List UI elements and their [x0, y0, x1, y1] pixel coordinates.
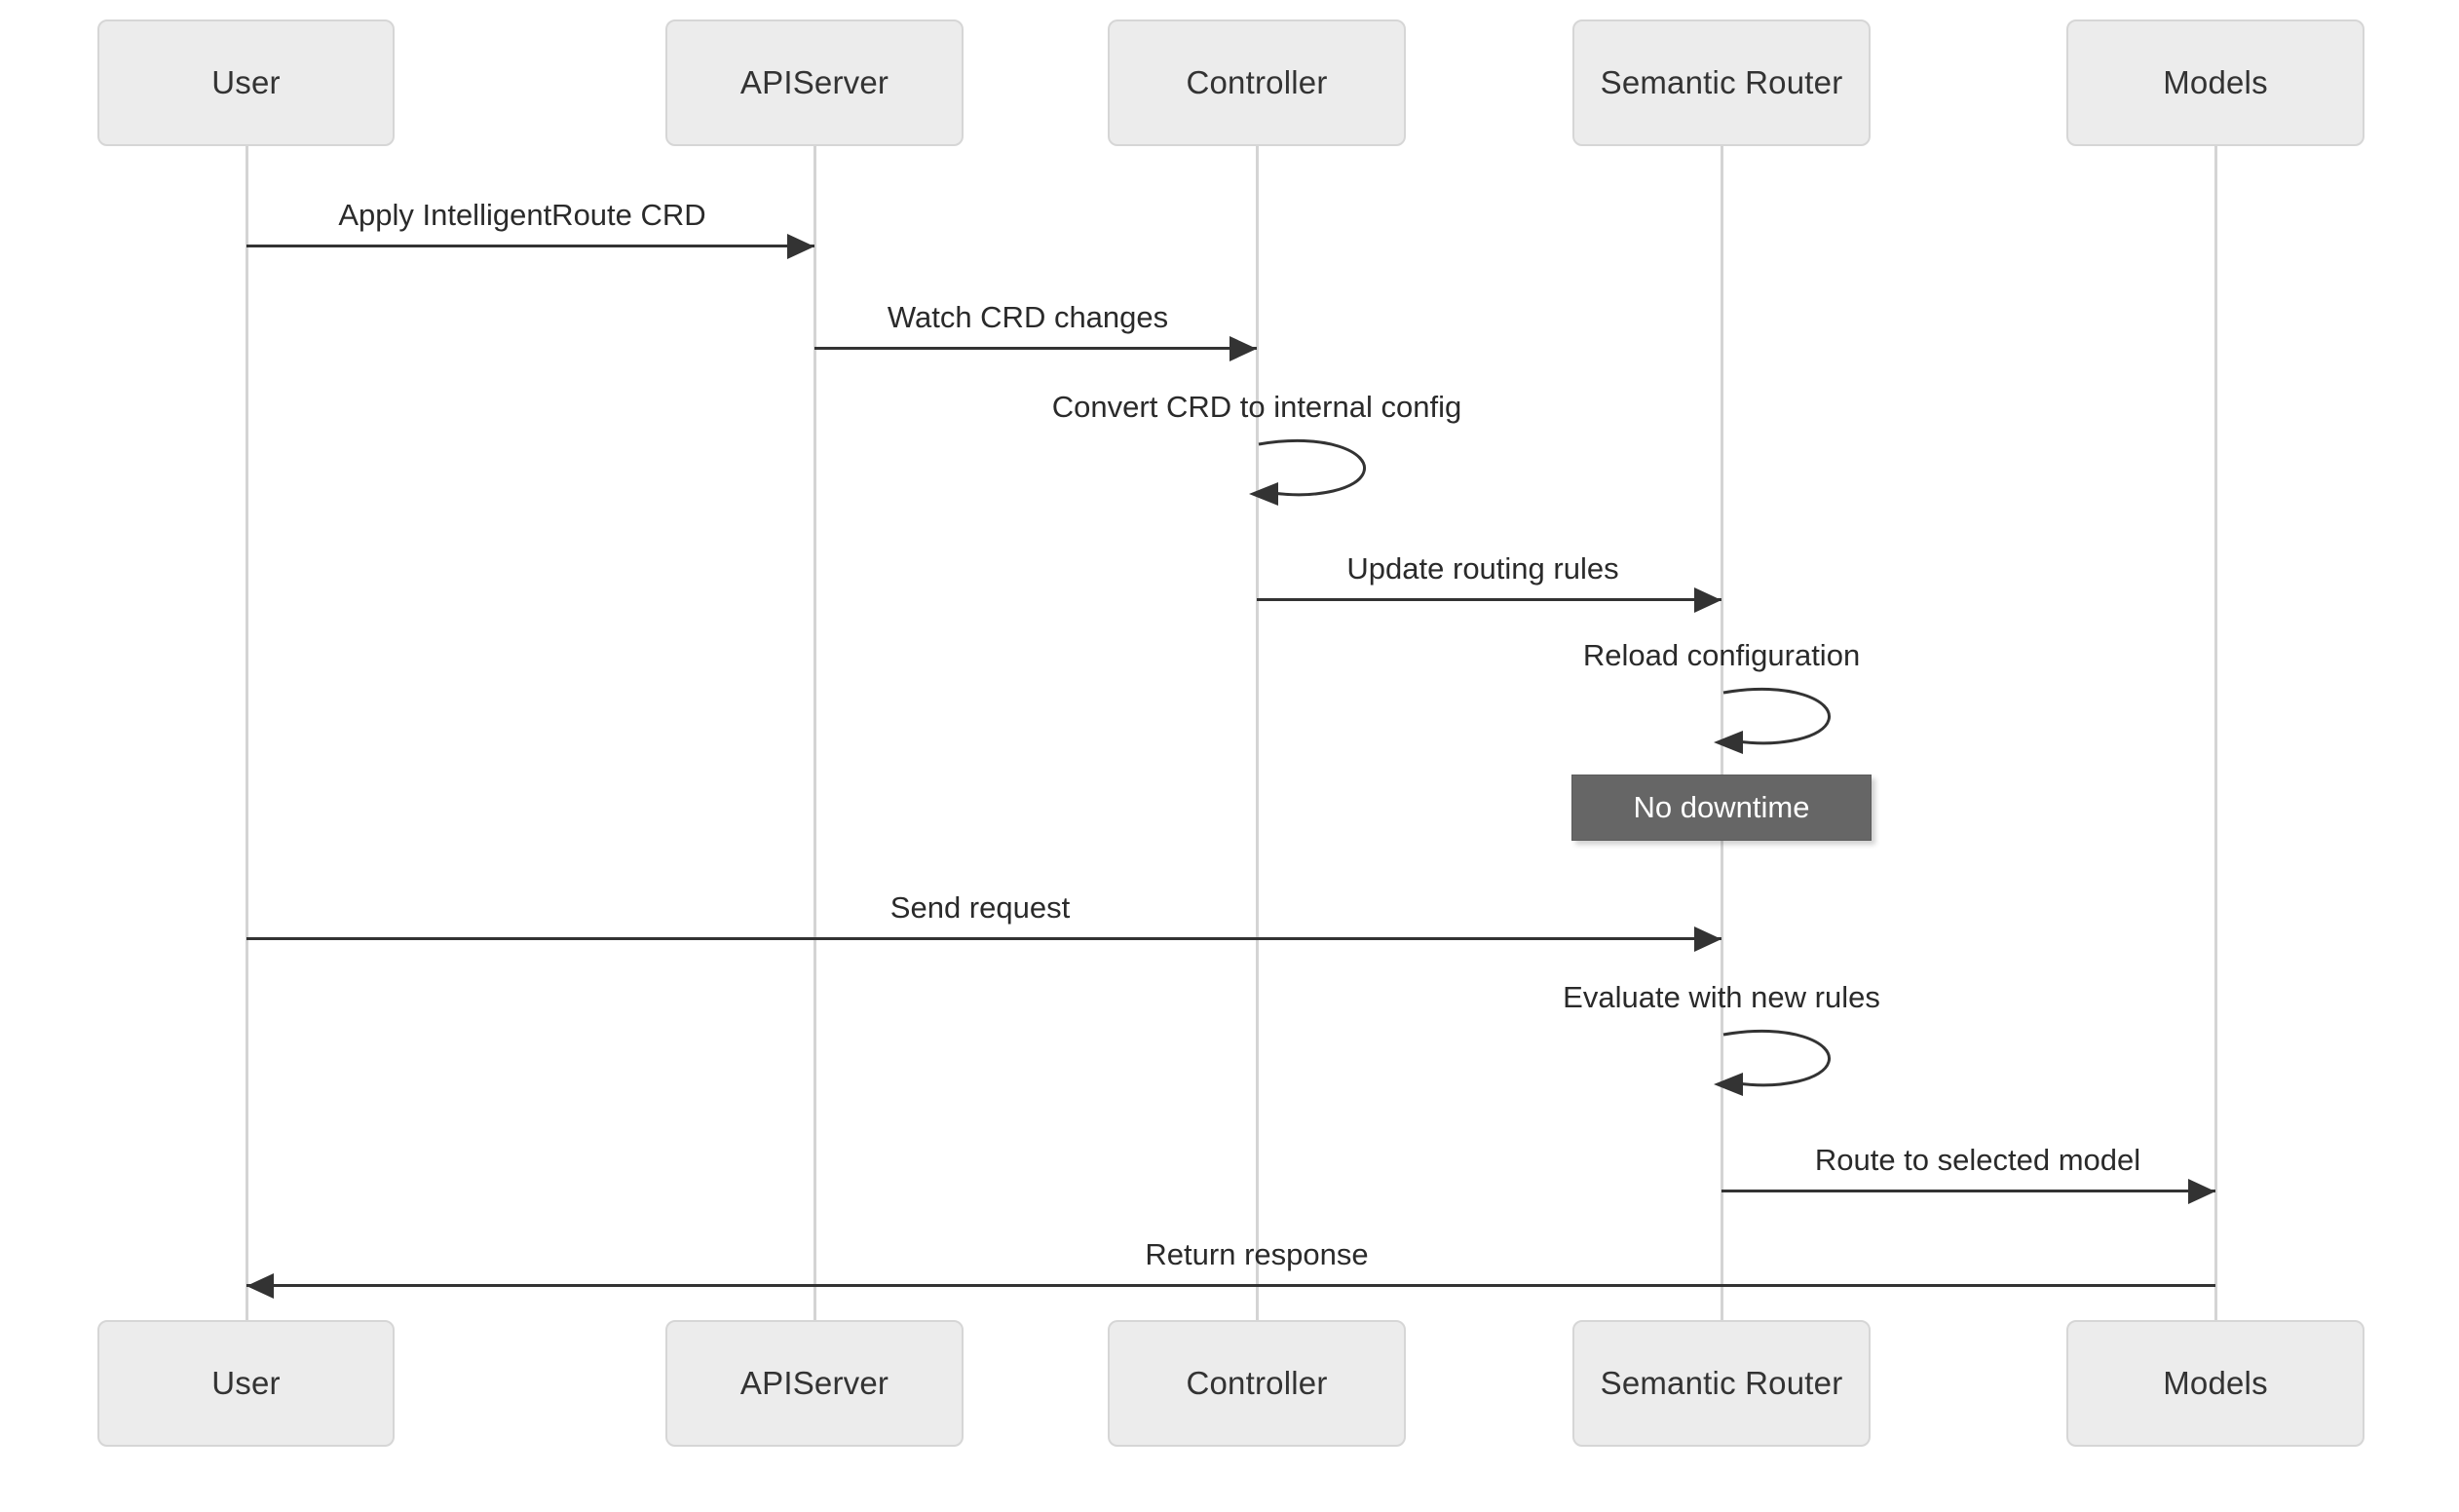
- message-label-m9: Return response: [1145, 1237, 1369, 1271]
- participant-label-models: Models: [2163, 64, 2268, 100]
- arrowhead-right-icon: [1694, 587, 1721, 613]
- self-message-label-m3: Convert CRD to internal config: [1051, 390, 1462, 424]
- message-line-m6: [246, 937, 1721, 940]
- participant-label-user: User: [211, 64, 281, 100]
- participant-label-controller: Controller: [1186, 64, 1328, 100]
- message-label-m6: Send request: [889, 890, 1071, 925]
- message-label-m2: Watch CRD changes: [887, 300, 1169, 334]
- arrowhead-left-icon: [246, 1273, 274, 1299]
- lifeline-router: [1721, 146, 1723, 1320]
- self-message-m7[interactable]: Evaluate with new rules: [1563, 980, 1880, 1107]
- self-message-m3[interactable]: Convert CRD to internal config: [1052, 390, 1461, 516]
- participant-box-controller-bottom[interactable]: Controller: [1108, 1320, 1406, 1447]
- participant-box-controller-top[interactable]: Controller: [1108, 19, 1406, 146]
- participant-label-models: Models: [2163, 1365, 2268, 1401]
- arrowhead-right-icon: [1230, 336, 1257, 361]
- lifeline-apiserver: [813, 146, 816, 1320]
- participant-box-user-bottom[interactable]: User: [97, 1320, 395, 1447]
- participant-label-apiserver: APIServer: [739, 1365, 889, 1401]
- note-text-note1: No downtime: [1633, 790, 1810, 824]
- message-line-m2: [814, 347, 1257, 350]
- message-line-m4: [1257, 598, 1721, 601]
- self-loop-icon: [1714, 1030, 1831, 1096]
- message-label-m8: Route to selected model: [1814, 1143, 2141, 1177]
- lifeline-models: [2214, 146, 2217, 1320]
- arrowhead-right-icon: [1694, 926, 1721, 952]
- self-loop-icon: [1249, 439, 1366, 506]
- lifeline-controller: [1256, 146, 1259, 1320]
- participant-label-router: Semantic Router: [1600, 1365, 1843, 1401]
- note-note1[interactable]: No downtime: [1571, 775, 1872, 841]
- participant-box-user-top[interactable]: User: [97, 19, 395, 146]
- arrowhead-right-icon: [787, 234, 814, 259]
- participant-label-controller: Controller: [1186, 1365, 1328, 1401]
- self-loop-icon: [1714, 688, 1831, 754]
- participant-label-user: User: [211, 1365, 281, 1401]
- participant-label-router: Semantic Router: [1600, 64, 1843, 100]
- participant-box-models-bottom[interactable]: Models: [2066, 1320, 2364, 1447]
- message-line-m8: [1721, 1190, 2215, 1192]
- participant-box-router-bottom[interactable]: Semantic Router: [1572, 1320, 1871, 1447]
- participant-box-router-top[interactable]: Semantic Router: [1572, 19, 1871, 146]
- self-message-label-m5: Reload configuration: [1582, 638, 1861, 672]
- lifeline-user: [246, 146, 248, 1320]
- message-line-m9: [246, 1284, 2215, 1287]
- message-line-m1: [246, 245, 814, 247]
- participant-label-apiserver: APIServer: [739, 64, 889, 100]
- participant-box-apiserver-top[interactable]: APIServer: [665, 19, 964, 146]
- participant-box-apiserver-bottom[interactable]: APIServer: [665, 1320, 964, 1447]
- message-label-m1: Apply IntelligentRoute CRD: [338, 198, 706, 232]
- arrowhead-right-icon: [2188, 1179, 2215, 1204]
- self-message-m5[interactable]: Reload configuration: [1583, 638, 1860, 765]
- participant-box-models-top[interactable]: Models: [2066, 19, 2364, 146]
- message-label-m4: Update routing rules: [1346, 551, 1619, 586]
- self-message-label-m7: Evaluate with new rules: [1563, 980, 1880, 1014]
